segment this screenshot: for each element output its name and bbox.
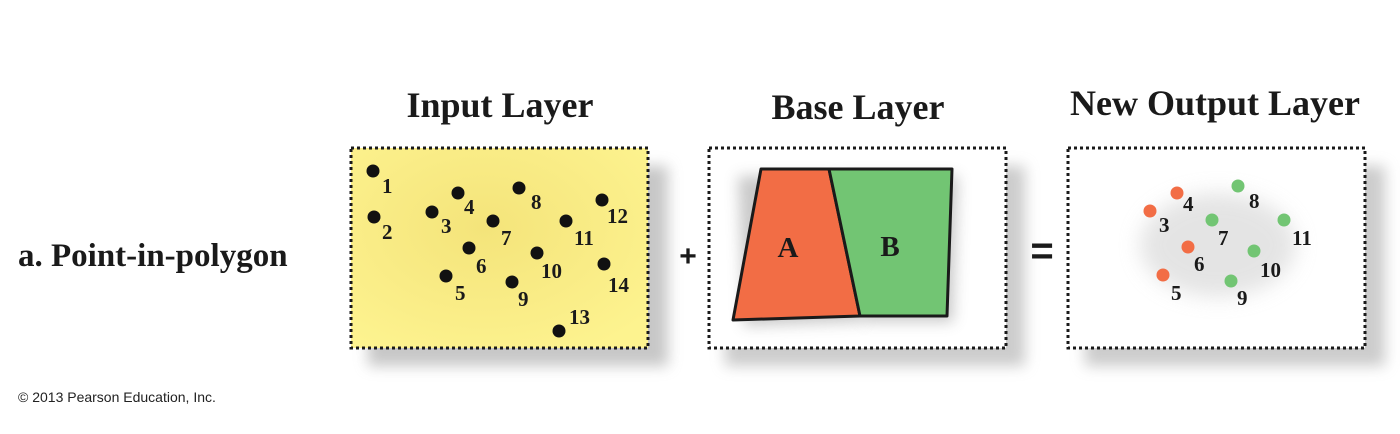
input-point-label-5: 5 xyxy=(455,281,466,305)
input-layer-title: Input Layer xyxy=(406,85,593,125)
output-layer-title: New Output Layer xyxy=(1070,83,1360,123)
input-point-7 xyxy=(486,214,500,228)
output-point-label-3: 3 xyxy=(1159,213,1170,237)
input-point-3 xyxy=(425,205,439,219)
input-point-9 xyxy=(505,275,519,289)
output-point-5 xyxy=(1156,268,1170,282)
output-point-label-9: 9 xyxy=(1237,286,1248,310)
output-point-11 xyxy=(1277,213,1291,227)
polygon-a-label: A xyxy=(778,232,799,264)
output-point-7 xyxy=(1205,213,1219,227)
input-point-10 xyxy=(530,246,544,260)
input-point-4 xyxy=(451,186,465,200)
output-point-label-7: 7 xyxy=(1218,226,1229,250)
base-layer-frame xyxy=(707,146,1008,350)
output-point-9 xyxy=(1224,274,1238,288)
output-point-label-11: 11 xyxy=(1292,226,1312,250)
input-point-label-1: 1 xyxy=(382,174,393,198)
output-point-8 xyxy=(1231,179,1245,193)
input-point-label-2: 2 xyxy=(382,220,393,244)
input-points: 1 2 3 4 5 6 7 8 9 10 11 12 13 xyxy=(366,164,630,338)
output-points: 3 4 5 6 7 8 9 10 11 xyxy=(1143,179,1312,310)
input-point-label-11: 11 xyxy=(574,226,594,250)
input-point-label-9: 9 xyxy=(518,287,529,311)
input-point-12 xyxy=(595,193,609,207)
operation-label: a. Point-in-polygon xyxy=(18,238,288,274)
input-point-label-4: 4 xyxy=(464,195,475,219)
input-point-14 xyxy=(597,257,611,271)
input-point-5 xyxy=(439,269,453,283)
input-point-label-10: 10 xyxy=(541,259,562,283)
output-point-10 xyxy=(1247,244,1261,258)
input-point-1 xyxy=(366,164,380,178)
input-layer-panel: 1 2 3 4 5 6 7 8 9 10 11 12 13 xyxy=(349,146,668,366)
output-point-label-8: 8 xyxy=(1249,189,1260,213)
input-point-8 xyxy=(512,181,526,195)
polygon-b-label: B xyxy=(880,231,899,263)
input-point-label-8: 8 xyxy=(531,190,542,214)
input-point-2 xyxy=(367,210,381,224)
output-layer-panel: 3 4 5 6 7 8 9 10 11 xyxy=(1066,146,1385,366)
output-point-4 xyxy=(1170,186,1184,200)
output-point-6 xyxy=(1181,240,1195,254)
base-layer-panel: A B xyxy=(707,146,1025,366)
input-layer-frame xyxy=(349,146,650,350)
polygon-b xyxy=(827,167,954,318)
input-point-11 xyxy=(559,214,573,228)
input-point-label-7: 7 xyxy=(501,226,512,250)
copyright-notice: © 2013 Pearson Education, Inc. xyxy=(18,389,216,405)
input-layer-fill xyxy=(351,148,648,348)
equals-operator: = xyxy=(1030,229,1053,273)
base-layer-title: Base Layer xyxy=(772,87,945,127)
output-layer-frame xyxy=(1066,146,1367,350)
output-point-3 xyxy=(1143,204,1157,218)
input-point-label-12: 12 xyxy=(607,204,628,228)
input-point-label-13: 13 xyxy=(569,305,590,329)
input-point-label-3: 3 xyxy=(441,214,452,238)
output-point-label-6: 6 xyxy=(1194,252,1205,276)
input-point-6 xyxy=(462,241,476,255)
input-point-13 xyxy=(552,324,566,338)
input-point-label-14: 14 xyxy=(608,273,630,297)
output-point-label-4: 4 xyxy=(1183,192,1194,216)
plus-operator: + xyxy=(679,240,697,273)
output-point-label-5: 5 xyxy=(1171,281,1182,305)
input-point-label-6: 6 xyxy=(476,254,487,278)
output-point-label-10: 10 xyxy=(1260,258,1281,282)
